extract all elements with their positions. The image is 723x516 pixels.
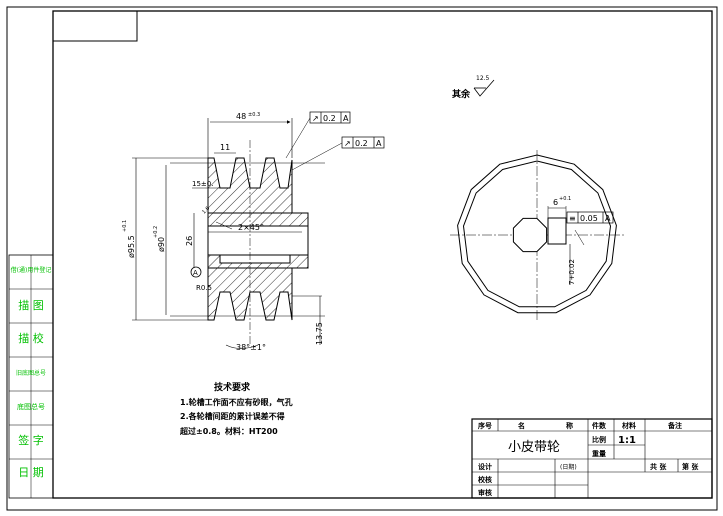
side-label-0: 借(通)用件登记 xyxy=(11,266,52,274)
tb-scale-label: 比例 xyxy=(592,435,606,444)
side-label-1: 描 图 xyxy=(18,298,44,312)
dim-od-tol: +0.1 xyxy=(122,220,128,232)
corner-box xyxy=(52,10,138,42)
datum-a: A xyxy=(193,269,198,277)
dim-keyway-depth: 7+0.02 xyxy=(568,259,576,285)
tol-frame-1-symbol: ↗ xyxy=(312,114,319,123)
tol-frame-2-datum: A xyxy=(376,139,382,148)
roughness-small: 1.6 xyxy=(201,206,211,216)
tb-scale: 1:1 xyxy=(618,435,636,446)
roughness-mark: 其余 12.5 xyxy=(452,75,495,100)
tb-qty: 件数 xyxy=(592,421,607,430)
dim-chamfer: 2×45° xyxy=(238,223,264,232)
tech-notes: 技术要求 1.轮槽工作面不应有砂眼，气孔 2.各轮槽间距的累计误差不得 超过±0… xyxy=(179,381,293,436)
dim-pd: ø90 xyxy=(157,237,166,252)
rim-upper xyxy=(207,157,293,214)
dim-pd-tol: +0.2 xyxy=(153,226,159,238)
datum-a-circle xyxy=(190,266,202,278)
keyway-slot xyxy=(219,254,291,264)
bore xyxy=(207,225,309,256)
tol-frame-1-datum: A xyxy=(343,114,349,123)
tol-frame-3: ≡ 0.05 A xyxy=(566,211,614,224)
notes-line-1: 1.轮槽工作面不应有砂眼，气孔 xyxy=(180,397,293,407)
roughness-value: 12.5 xyxy=(476,75,490,82)
tol-frame-2-symbol: ↗ xyxy=(344,139,351,148)
tb-check: 校核 xyxy=(478,475,492,484)
side-strip xyxy=(8,254,54,499)
tb-seq: 序号 xyxy=(477,421,492,430)
side-label-3: 旧底图总号 xyxy=(16,369,46,377)
side-label-4: 底图总号 xyxy=(17,402,45,411)
dim-13-75: 13.75 xyxy=(315,322,324,345)
tb-sheet: 共 张 xyxy=(650,462,667,471)
section-view: 48 ±0.3 11 15±0. ø95.5 +0.1 ø90 +0.2 26 … xyxy=(122,112,343,352)
tb-sheet2: 第 张 xyxy=(682,462,699,471)
side-label-2: 描 校 xyxy=(18,331,44,345)
title-block: 序号 名 称 件数 材料 备注 小皮带轮 比例 1:1 重量 设计 (日期) 共… xyxy=(471,418,713,499)
dim-48-tol: ±0.3 xyxy=(248,112,260,118)
dim-r30: R0.5 xyxy=(196,284,212,292)
front-view: 6 +0.1 7+0.02 xyxy=(450,150,625,320)
tb-design: 设计 xyxy=(478,462,492,471)
dim-15: 15±0. xyxy=(192,180,213,188)
tb-name2: 称 xyxy=(566,421,573,430)
dim-keyway-width: 6 xyxy=(553,198,558,207)
inner-border xyxy=(52,10,713,499)
dim-26: 26 xyxy=(185,236,194,246)
tb-part-name: 小皮带轮 xyxy=(508,440,560,455)
tb-name: 名 xyxy=(518,421,525,430)
side-label-5: 签 字 xyxy=(18,433,44,447)
rim-lower xyxy=(207,267,293,321)
tol-frame-1-value: 0.2 xyxy=(323,114,336,123)
outer-border xyxy=(6,6,718,511)
notes-line-2: 2.各轮槽间距的累计误差不得 xyxy=(180,411,285,421)
tb-remark: 备注 xyxy=(667,421,682,430)
tol-frame-3-symbol: ≡ xyxy=(569,214,576,223)
dim-keyway-tol: +0.1 xyxy=(559,196,571,202)
side-label-6: 日 期 xyxy=(18,466,44,479)
bore-polygon xyxy=(512,217,548,253)
tol-frame-3-value: 0.05 xyxy=(580,214,598,223)
tol-frame-1: ↗ 0.2 A xyxy=(309,111,351,124)
dim-48: 48 xyxy=(236,112,246,121)
dim-od: ø95.5 xyxy=(127,235,136,258)
notes-title: 技术要求 xyxy=(214,381,251,393)
tol-frame-2-value: 0.2 xyxy=(355,139,368,148)
tb-date: (日期) xyxy=(560,463,577,471)
tol-frame-2: ↗ 0.2 A xyxy=(341,136,385,149)
keyway xyxy=(547,217,567,245)
roughness-label: 其余 xyxy=(452,88,471,100)
tb-weight-label: 重量 xyxy=(592,449,606,458)
dim-11: 11 xyxy=(220,143,230,152)
tb-approve: 审核 xyxy=(478,488,492,497)
tol-frame-3-datum: A xyxy=(605,214,611,223)
notes-line-3: 超过±0.8。材料：HT200 xyxy=(179,426,278,436)
tb-material: 材料 xyxy=(621,421,636,430)
